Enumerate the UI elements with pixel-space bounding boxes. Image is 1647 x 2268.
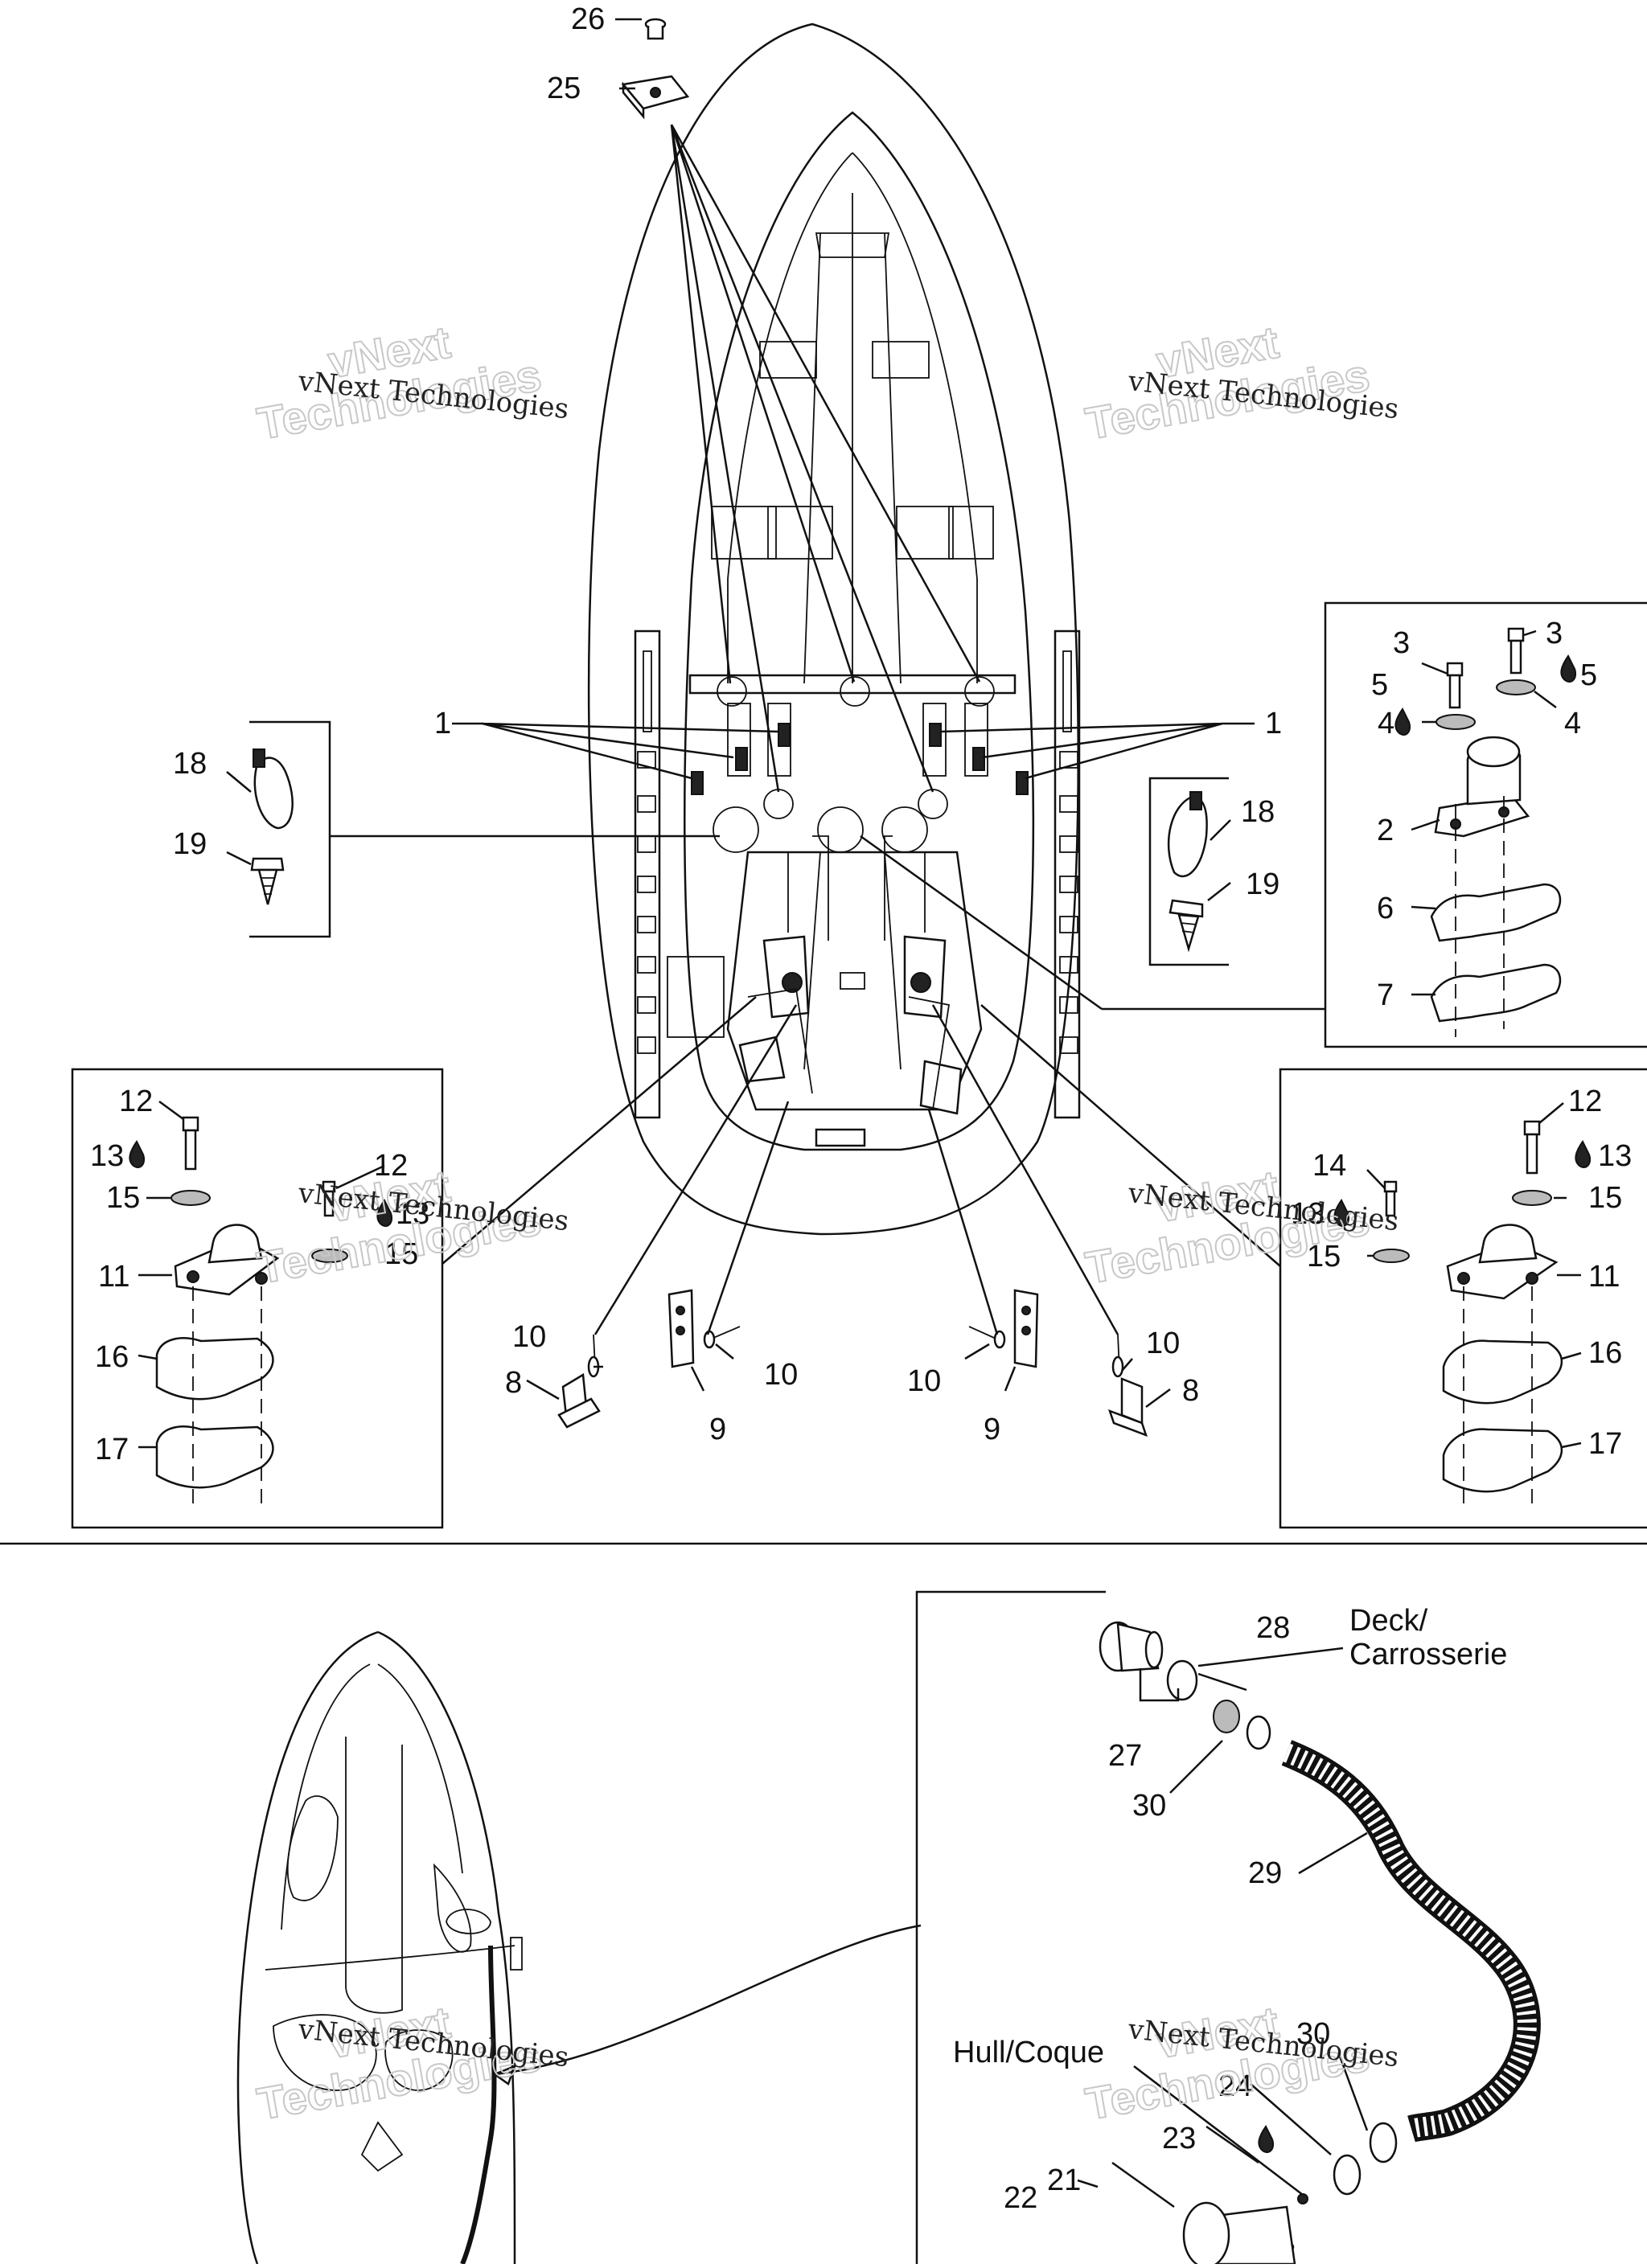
callout-24: 24 xyxy=(1218,2069,1252,2103)
bumper-icon xyxy=(1434,736,1530,838)
callout-15-right: 15 xyxy=(1588,1181,1622,1215)
callout-13-mid-right: 13 xyxy=(1291,1197,1325,1231)
callout-10-a: 10 xyxy=(512,1320,546,1354)
callout-28: 28 xyxy=(1256,1611,1290,1645)
bolt-icon xyxy=(182,1116,336,1217)
callout-9-right: 9 xyxy=(984,1413,1000,1446)
callout-22: 22 xyxy=(1004,2181,1037,2215)
callout-13-mid-left: 13 xyxy=(396,1197,429,1231)
cable-tie-icon xyxy=(253,748,294,830)
callout-27: 27 xyxy=(1108,1739,1142,1773)
loctite-drop-icon xyxy=(129,654,1591,2154)
bumper-pad-25 xyxy=(621,75,690,120)
fitting-icon xyxy=(1099,1621,1271,1750)
callout-1-left: 1 xyxy=(434,707,451,740)
callout-4-left: 4 xyxy=(1378,707,1394,740)
label-deck-line2: Carrosserie xyxy=(1349,1638,1507,1671)
callout-12-left: 12 xyxy=(119,1085,153,1118)
callout-1-right: 1 xyxy=(1265,707,1282,740)
callout-14: 14 xyxy=(1312,1149,1346,1183)
callout-15-mid-left: 15 xyxy=(384,1237,418,1271)
callout-12-mid-left: 12 xyxy=(374,1149,408,1183)
callout-17-left: 17 xyxy=(95,1433,129,1466)
callout-23: 23 xyxy=(1162,2122,1196,2155)
callout-13-left: 13 xyxy=(90,1139,124,1173)
callout-5-left: 5 xyxy=(1371,668,1388,702)
callout-30-lower: 30 xyxy=(1296,2017,1330,2051)
callout-12-right: 12 xyxy=(1568,1085,1602,1118)
vent-hose-box xyxy=(915,1590,1541,2268)
detail-box-lower-left xyxy=(71,996,757,1529)
cable-tie-box-left xyxy=(226,720,720,938)
bumper-icon xyxy=(174,1224,280,1296)
hull-top-view xyxy=(587,23,1081,1236)
callout-4-right: 4 xyxy=(1564,707,1581,740)
screw-icon xyxy=(1169,899,1204,953)
callout-8-right: 8 xyxy=(1182,1374,1199,1408)
callout-19-left: 19 xyxy=(173,827,207,861)
callout-19-right: 19 xyxy=(1246,867,1279,901)
clamp-icon xyxy=(1182,2122,1398,2268)
detail-box-upper-right xyxy=(860,601,1647,1048)
callout-3-right: 3 xyxy=(1546,617,1563,650)
washer-icon xyxy=(1435,679,1536,730)
callout-26: 26 xyxy=(571,2,605,36)
callout-11-right: 11 xyxy=(1588,1260,1620,1294)
bumper-icon xyxy=(1446,1224,1559,1300)
callout-10-c: 10 xyxy=(907,1364,941,1398)
callout-15-mid-right: 15 xyxy=(1307,1240,1341,1273)
watermark-group: vNext Technologies vNext Technologies vN… xyxy=(253,315,1400,2130)
label-deck-line1: Deck/ xyxy=(1349,1604,1428,1638)
bracket-parts-right xyxy=(927,1004,1171,1437)
callout-3-left: 3 xyxy=(1393,626,1410,660)
bracket-parts-left xyxy=(526,1004,798,1429)
callout-10-d: 10 xyxy=(1146,1327,1180,1360)
callout-18-left: 18 xyxy=(173,747,207,781)
callout-9-left: 9 xyxy=(709,1413,726,1446)
callout-labels: 26 25 1 1 18 19 18 19 3 3 5 5 4 4 2 6 7 … xyxy=(90,2,1632,2215)
cable-tie-box-right xyxy=(1148,777,1231,966)
screw-icon xyxy=(250,857,285,905)
callout-16-left: 16 xyxy=(95,1340,129,1374)
side-vents xyxy=(637,751,1078,1054)
label-hull: Hull/Coque xyxy=(953,2036,1104,2069)
callout-30-upper: 30 xyxy=(1132,1789,1166,1823)
callout-29: 29 xyxy=(1248,1856,1282,1890)
callout-18-right: 18 xyxy=(1241,795,1275,829)
callout-21: 21 xyxy=(1047,2163,1081,2197)
callout-17-right: 17 xyxy=(1588,1427,1622,1461)
bolt-icon xyxy=(1446,627,1525,709)
callout-15-left: 15 xyxy=(106,1181,140,1215)
hose-icon xyxy=(1281,1740,1541,2143)
washer-icon xyxy=(1373,1190,1552,1263)
callout-2: 2 xyxy=(1377,814,1394,847)
callout-5-right: 5 xyxy=(1580,658,1597,692)
callout-8-left: 8 xyxy=(505,1366,522,1400)
washer-icon xyxy=(170,1190,348,1263)
fastener-26 xyxy=(644,18,667,40)
bolt-icon xyxy=(1383,1120,1541,1217)
detail-box-lower-right xyxy=(980,1004,1647,1529)
callout-10-b: 10 xyxy=(764,1358,798,1392)
callout-16-right: 16 xyxy=(1588,1336,1622,1370)
callout-11-left: 11 xyxy=(98,1260,129,1294)
callout-13-right: 13 xyxy=(1598,1139,1632,1173)
deck-overview xyxy=(236,1630,922,2266)
callout-6: 6 xyxy=(1377,892,1394,925)
cable-tie-icon xyxy=(1167,791,1208,878)
callout-7: 7 xyxy=(1377,978,1394,1012)
callout-25: 25 xyxy=(547,72,581,105)
